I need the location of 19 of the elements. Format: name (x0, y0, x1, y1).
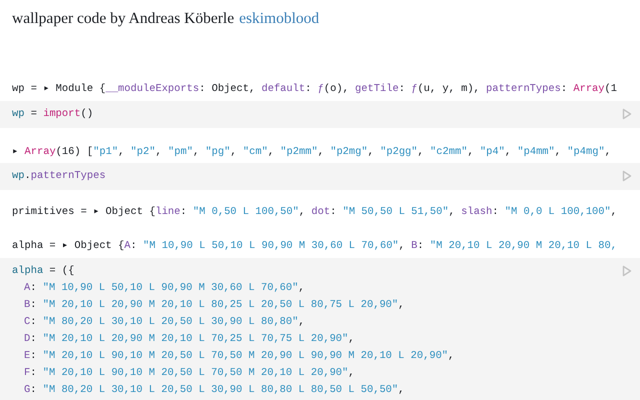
code-line: wp.patternTypes (12, 169, 106, 184)
byline-text: wallpaper code by Andreas Köberle (12, 10, 234, 28)
code-line: A: "M 10,90 L 50,10 L 90,90 M 30,60 L 70,60", (23, 281, 305, 296)
output-line: primitives = ▸ Object {line: "M 0,50 L 100,50", dot: "M 50,50 L 51,50", slash: "M 0,0 L 100,100", (12, 205, 618, 219)
output-line: ▸ Array(16) ["p1", "p2", "pm", "pg", "cm", "p2mm", "p2mg", "p2gg", "c2mm", "p4", "p4mm", "p4mg", (12, 145, 611, 159)
output-line: alpha = ▸ Object {A: "M 10,90 L 50,10 L 90,90 M 30,60 L 70,60", B: "M 20,10 L 20,90 M 20,10 L 80, (12, 239, 617, 253)
author-link: eskimoblood (239, 10, 320, 28)
code-line: wp = import() (12, 107, 94, 122)
code-line: C: "M 80,20 L 30,10 L 20,50 L 30,90 L 80,80", (23, 315, 305, 330)
output-line: wp = ▸ Module {__moduleExports: Object, default: ƒ(o), getTile: ƒ(u, y, m), patternTypes: Array(1 (12, 82, 618, 96)
code-line: alpha = ({ (12, 264, 74, 279)
code-line: B: "M 20,10 L 20,90 M 20,10 L 80,25 L 20,50 L 80,75 L 20,90", (23, 298, 404, 313)
code-line: G: "M 80,20 L 30,10 L 20,50 L 30,90 L 80,80 L 80,50 L 50,50", (23, 383, 404, 398)
code-line: E: "M 20,10 L 90,10 M 20,50 L 70,50 M 20,90 L 90,90 M 20,10 L 20,90", (23, 349, 454, 364)
code-line: D: "M 20,10 L 20,90 M 20,10 L 70,25 L 70,75 L 20,90", (23, 332, 355, 347)
code-line: F: "M 20,10 L 90,10 M 20,50 L 70,50 M 20,10 L 20,90", (23, 366, 355, 381)
code-cell (0, 101, 640, 128)
code-cell (0, 163, 640, 190)
code-cell (0, 258, 640, 400)
